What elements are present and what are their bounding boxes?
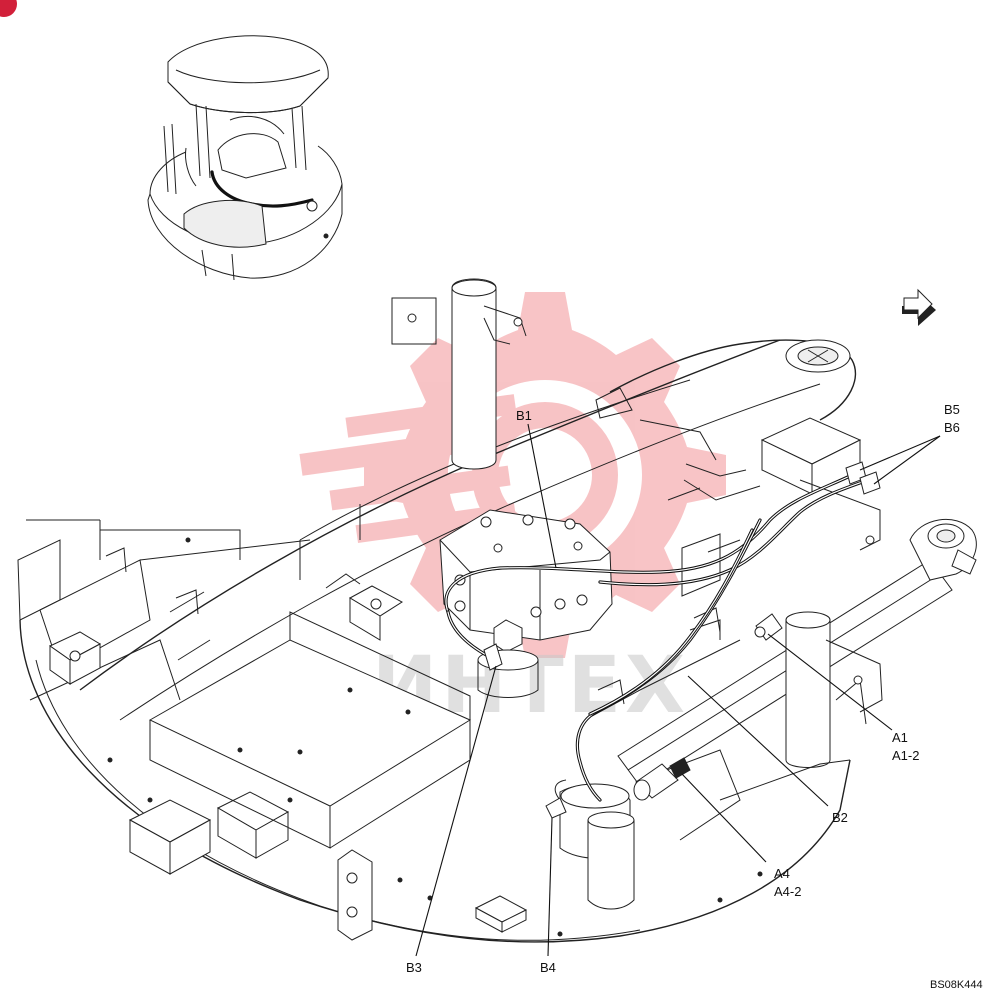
hydraulic-hoses	[444, 461, 881, 802]
callout-b2: B2	[832, 810, 848, 825]
upper-frame-drawing	[17, 278, 977, 943]
callout-b1: B1	[516, 408, 532, 423]
callout-a1: A1 A1-2	[892, 730, 919, 763]
page-marker-icon	[0, 0, 17, 17]
callout-leaders	[415, 423, 941, 957]
callout-a4-line1: A4	[774, 866, 790, 881]
machine-overview-inset	[147, 35, 343, 281]
figure-reference-code: BS08K444	[930, 979, 983, 991]
callout-b4-line1: B4	[540, 960, 556, 975]
callout-b5-b6: B5 B6	[944, 402, 960, 435]
callout-b5: B5	[944, 402, 960, 417]
callout-b3-line1: B3	[406, 960, 422, 975]
callout-a1-line1: A1	[892, 730, 908, 745]
callout-b2-line1: B2	[832, 810, 848, 825]
callout-b4: B4	[540, 960, 556, 975]
callout-b1-line1: B1	[516, 408, 532, 423]
front-direction-arrow-icon	[902, 288, 936, 326]
callout-a4-line2: A4-2	[774, 884, 801, 899]
callout-b3: B3	[406, 960, 422, 975]
callout-a1-line2: A1-2	[892, 748, 919, 763]
callout-b6: B6	[944, 420, 960, 435]
callout-a4: A4 A4-2	[774, 866, 801, 899]
